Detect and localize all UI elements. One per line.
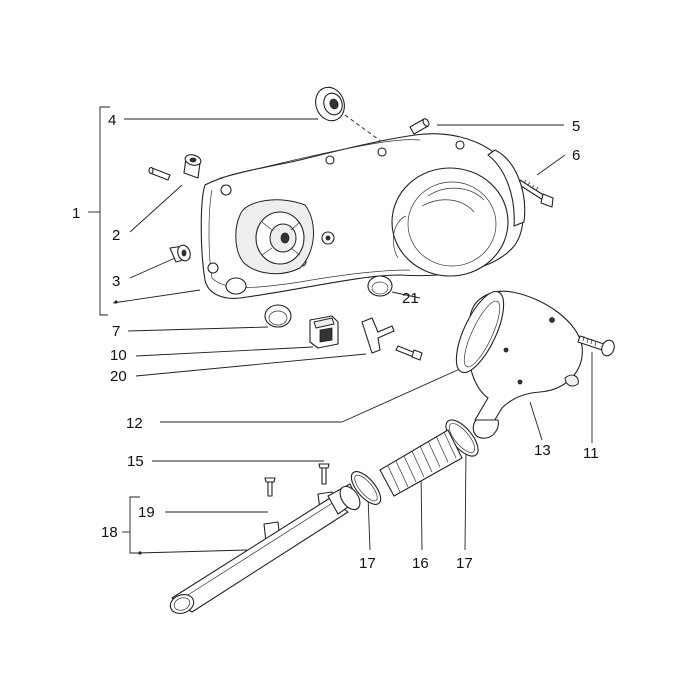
callout-15: 15 (127, 453, 144, 470)
callout-20: 20 (110, 368, 127, 385)
callout-10: 10 (110, 347, 127, 364)
leader-17b (464, 452, 467, 551)
callout-21: 21 (402, 290, 419, 307)
bearing-part-4 (315, 86, 345, 122)
callout-12: 12 (126, 415, 143, 432)
leader-16 (420, 469, 423, 551)
callout-2: 2 (112, 227, 120, 244)
callout-19: 19 (138, 504, 155, 521)
screws-part-15 (264, 463, 330, 497)
air-duct-part-13 (455, 290, 583, 439)
leader-7 (127, 326, 269, 332)
leader-10 (135, 346, 314, 357)
leader-21 (391, 291, 421, 299)
callout-11: 11 (583, 445, 599, 462)
bolt-part-6 (517, 179, 554, 208)
callout-13: 13 (534, 442, 551, 459)
leader-1-dot (112, 289, 201, 304)
leader-lines (88, 106, 593, 555)
leader-18-dot (137, 549, 248, 554)
leader-4-dash (344, 114, 387, 146)
callout-labels: 1 2 3 4 5 6 7 10 11 12 13 15 16 17 17 18… (72, 112, 599, 572)
bush-part (183, 154, 202, 179)
leader-6 (536, 154, 566, 176)
clamp-part-17-left (350, 471, 382, 505)
callout-17a: 17 (359, 555, 376, 572)
callout-7: 7 (112, 323, 120, 340)
dot-1 (114, 300, 118, 304)
callout-1: 1 (72, 205, 80, 222)
leader-12b (341, 367, 463, 423)
callout-3: 3 (112, 273, 120, 290)
callout-5: 5 (572, 118, 580, 135)
intake-pipe-part-18 (169, 483, 361, 614)
plug-part-7 (264, 304, 292, 328)
bracket-1 (99, 106, 110, 316)
callout-16: 16 (412, 555, 429, 572)
dot-18 (138, 551, 142, 555)
callout-4: 4 (108, 112, 116, 129)
bush-part-3 (169, 244, 191, 263)
hose-part-16 (379, 429, 463, 497)
callout-18: 18 (101, 524, 118, 541)
dowel-part-2 (148, 166, 171, 181)
block-part-10 (309, 315, 339, 349)
pin-part-5 (409, 118, 430, 135)
leader-2 (129, 184, 183, 233)
leader-13 (529, 401, 543, 441)
leader-20 (135, 353, 367, 377)
leader-17a (367, 495, 371, 551)
leader-3 (129, 257, 176, 279)
plug-part-21 (367, 275, 393, 297)
screw-part-11 (577, 335, 615, 357)
bracket-18 (129, 496, 140, 554)
callout-6: 6 (572, 147, 580, 164)
transmission-cover (200, 133, 526, 299)
callout-17b: 17 (456, 555, 473, 572)
bracket-part-20 (361, 317, 423, 361)
